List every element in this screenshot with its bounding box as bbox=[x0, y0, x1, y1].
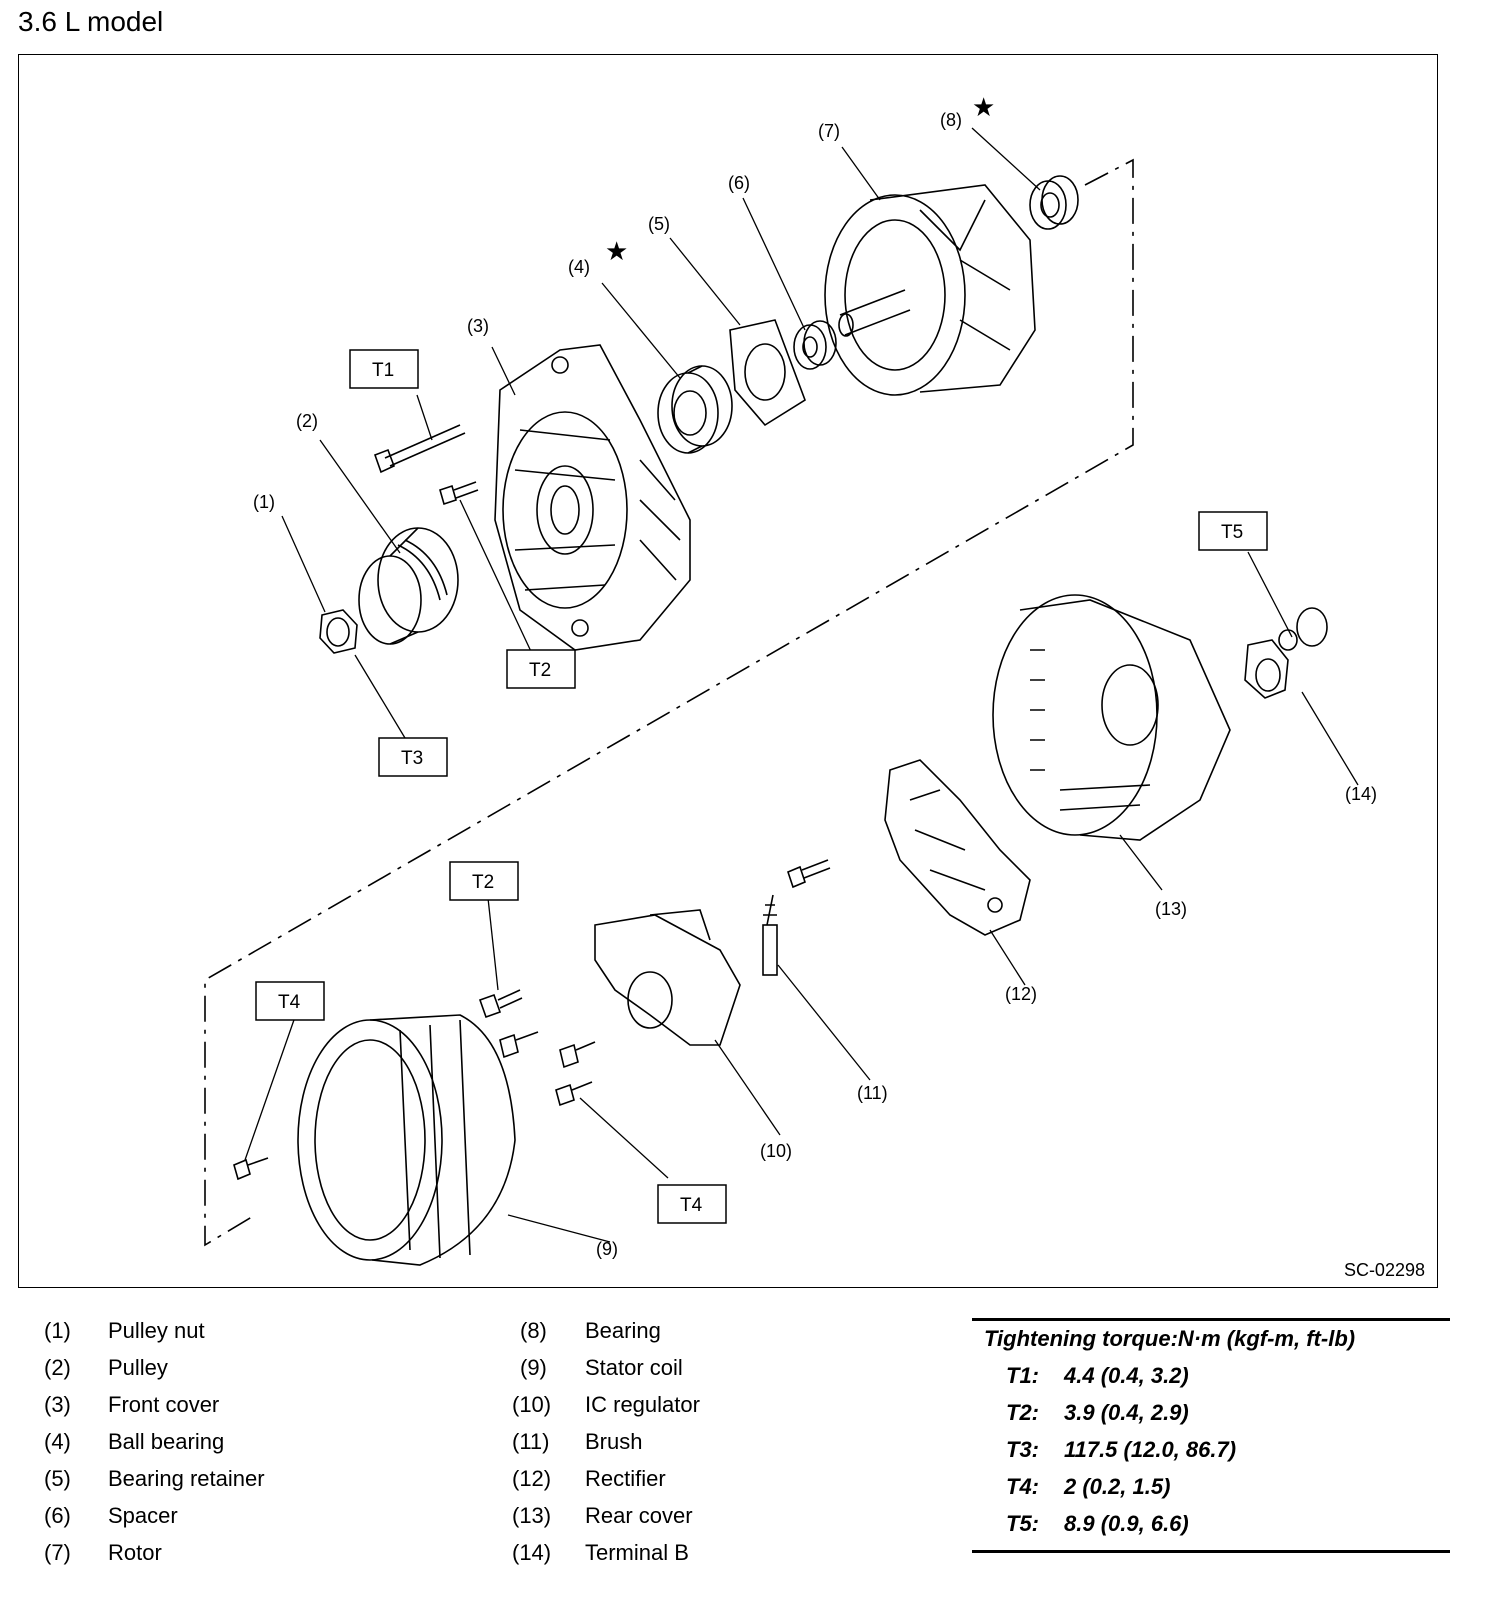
star-marker-4: ★ bbox=[605, 237, 628, 267]
callout-14: (14) bbox=[1345, 784, 1377, 804]
diagram-code: SC-02298 bbox=[1343, 1260, 1425, 1280]
torque-label-t5: T5 bbox=[1221, 522, 1243, 543]
torque-box-t2-lower bbox=[449, 861, 519, 901]
callout-12: (12) bbox=[1005, 984, 1037, 1004]
callout-5: (5) bbox=[648, 214, 670, 234]
callout-3: (3) bbox=[467, 316, 489, 336]
callout-8: (8) bbox=[940, 110, 962, 130]
brush-part bbox=[762, 894, 778, 976]
callout-2: (2) bbox=[296, 411, 318, 431]
callout-11: (11) bbox=[857, 1083, 888, 1103]
torque-label-t2-lower: T2 bbox=[472, 872, 494, 893]
callout-13: (13) bbox=[1155, 899, 1187, 919]
callout-10: (10) bbox=[760, 1141, 792, 1161]
torque-label-t3: T3 bbox=[401, 748, 423, 769]
page-title: 3.6 L model bbox=[18, 6, 164, 37]
stator-coil-part bbox=[233, 1014, 516, 1266]
rear-bearing-part bbox=[1029, 175, 1079, 230]
spacer-part bbox=[793, 320, 837, 370]
through-bolt-part bbox=[373, 424, 466, 474]
torque-box-t4-left bbox=[255, 981, 325, 1021]
rectifier-part bbox=[787, 759, 1031, 936]
assembly-centerline bbox=[204, 158, 1134, 1247]
ball-bearing-part bbox=[657, 365, 733, 454]
torque-label-t4-left: T4 bbox=[278, 992, 301, 1013]
torque-box-t1 bbox=[349, 349, 419, 389]
torque-box-t3 bbox=[378, 737, 448, 777]
pulley-part bbox=[358, 527, 459, 645]
bearing-retainer-part bbox=[729, 319, 806, 427]
front-cover-part bbox=[494, 344, 691, 651]
torque-label-t1: T1 bbox=[372, 360, 394, 381]
torque-label-t2-upper: T2 bbox=[529, 660, 551, 681]
rear-cover-part bbox=[992, 594, 1231, 841]
callout-1: (1) bbox=[253, 492, 275, 512]
star-marker-8: ★ bbox=[972, 93, 995, 123]
terminal-b-part bbox=[1244, 607, 1328, 699]
callout-4: (4) bbox=[568, 257, 590, 277]
torque-box-t4-right bbox=[657, 1184, 727, 1224]
alternator-exploded-view: ★ ★ (1) (2) (3) (4) (5) (6) (7) (8) (9) … bbox=[204, 93, 1377, 1266]
torque-box-t5 bbox=[1198, 511, 1268, 551]
ic-regulator-part bbox=[594, 909, 741, 1046]
torque-table-bottom-rule bbox=[972, 1550, 1450, 1553]
callout-7: (7) bbox=[818, 121, 840, 141]
torque-table-top-rule bbox=[972, 1318, 1450, 1321]
cover-screw-part bbox=[439, 481, 479, 506]
rotor-part bbox=[824, 184, 1036, 396]
regulator-screws-part bbox=[478, 989, 596, 1107]
callout-9: (9) bbox=[596, 1239, 618, 1259]
callout-6: (6) bbox=[728, 173, 750, 193]
torque-table-header: Tightening torque:N·m (kgf-m, ft-lb) bbox=[984, 1326, 1356, 1351]
exploded-diagram-frame: SC-02298 bbox=[18, 54, 1438, 1288]
torque-box-t2-upper bbox=[506, 649, 576, 689]
pulley-nut-part bbox=[319, 609, 358, 654]
torque-label-t4-right: T4 bbox=[680, 1195, 703, 1216]
leader-lines bbox=[244, 127, 1359, 1243]
